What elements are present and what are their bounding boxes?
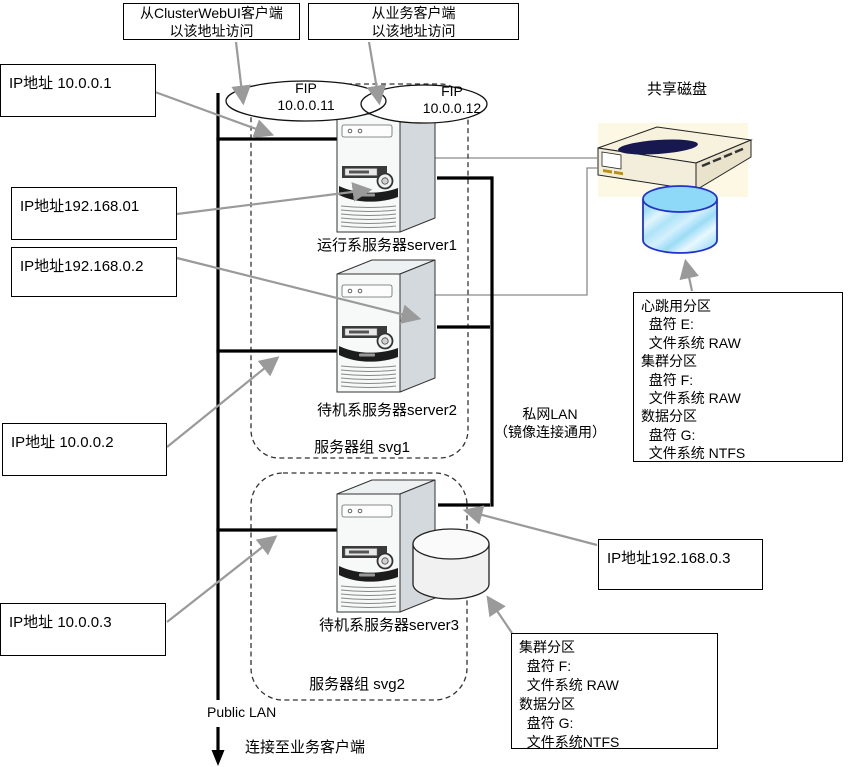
- fip1-label: FIP 10.0.0.11: [262, 80, 350, 114]
- partition-line: 文件系统 RAW: [641, 390, 741, 407]
- partition-line: 文件系统 RAW: [519, 677, 619, 693]
- partition-line: 数据分区: [519, 696, 575, 712]
- server2-label: 待机系服务器server2: [316, 402, 458, 419]
- mirror-disk-partition-box: 集群分区 盘符 F: 文件系统 RAW 数据分区 盘符 G: 文件系统NTFS: [511, 633, 718, 750]
- partition-line: 集群分区: [641, 353, 697, 370]
- public-lan-label: Public LAN: [207, 704, 277, 720]
- server2-tower: [336, 259, 436, 393]
- partition-line: 盘符 G:: [519, 715, 574, 731]
- private-lan-line: [437, 176, 494, 507]
- disk-platter-icon: [618, 139, 698, 155]
- mirror-disk-cylinder: [412, 528, 490, 600]
- private-lan-line2: （镜像连接通用）: [494, 424, 606, 440]
- shared-disk-cylinder: [642, 185, 718, 254]
- ip-box-10-0-0-1: IP地址 10.0.0.1: [0, 64, 156, 117]
- partition-line: 文件系统NTFS: [519, 734, 620, 750]
- partition-line: 集群分区: [519, 639, 575, 655]
- server3-label: 待机系服务器server3: [318, 617, 460, 634]
- group-svg1-label: 服务器组 svg1: [314, 439, 410, 456]
- partition-line: 盘符 G:: [641, 426, 696, 443]
- ip-label-192-168-0-2: IP地址192.168.0.2: [20, 258, 144, 275]
- ip-label-10-0-0-1: IP地址 10.0.0.1: [9, 75, 112, 92]
- annotation-arrows: [154, 41, 699, 634]
- ip-label-10-0-0-2: IP地址 10.0.0.2: [11, 434, 114, 451]
- disk-connection-lines: [435, 157, 598, 296]
- group-svg2-label: 服务器组 svg2: [309, 676, 405, 693]
- ip-label-192-168-01: IP地址192.168.01: [20, 198, 140, 215]
- partition-line: 盘符 F:: [519, 658, 572, 674]
- partition-line: 心跳用分区: [641, 298, 711, 314]
- shared-disk-title: 共享磁盘: [646, 81, 707, 98]
- server1-label: 运行系服务器server1: [316, 237, 458, 254]
- ip-box-192-168-01: IP地址192.168.01: [11, 187, 177, 240]
- callout-webui-line2: 以该地址访问: [169, 22, 254, 39]
- fip2-address: 10.0.0.12: [422, 100, 482, 116]
- callout-business-line2: 以该地址访问: [371, 22, 456, 39]
- public-lan-line: [216, 93, 337, 752]
- ip-box-192-168-0-2: IP地址192.168.0.2: [11, 247, 177, 297]
- ip-label-10-0-0-3: IP地址 10.0.0.3: [9, 614, 112, 631]
- partition-line: 盘符 E:: [641, 316, 694, 333]
- private-lan-line1: 私网LAN: [522, 406, 578, 422]
- partition-line: 文件系统 NTFS: [641, 445, 746, 462]
- partition-line: 文件系统 RAW: [641, 334, 741, 351]
- private-lan-label: 私网LAN （镜像连接通用）: [486, 405, 614, 441]
- partition-line: 盘符 F:: [641, 371, 694, 388]
- ip-label-192-168-0-3: IP地址192.168.0.3: [607, 550, 731, 567]
- ip-box-10-0-0-3: IP地址 10.0.0.3: [0, 603, 166, 656]
- ip-box-192-168-0-3: IP地址192.168.0.3: [598, 539, 763, 590]
- callout-business-line1: 从业务客户端: [371, 5, 456, 21]
- fip2-label: FIP 10.0.0.12: [405, 83, 499, 117]
- partition-line: 数据分区: [641, 408, 697, 425]
- fip2-ellipse: [360, 84, 488, 124]
- callout-webui-line1: 从ClusterWebUI客户端: [140, 5, 283, 21]
- fip1-address: 10.0.0.11: [277, 97, 335, 113]
- public-lan-arrowhead: [211, 750, 225, 766]
- ip-box-10-0-0-2: IP地址 10.0.0.2: [2, 423, 167, 476]
- server-group-svg1-box: [250, 83, 469, 459]
- fip2-title: FIP: [441, 83, 463, 99]
- bottom-note-label: 连接至业务客户端: [245, 739, 366, 756]
- callout-webui-client: 从ClusterWebUI客户端 以该地址访问: [123, 3, 300, 40]
- callout-business-client: 从业务客户端 以该地址访问: [308, 3, 519, 40]
- fip1-title: FIP: [295, 80, 317, 96]
- shared-disk-array: [597, 123, 753, 197]
